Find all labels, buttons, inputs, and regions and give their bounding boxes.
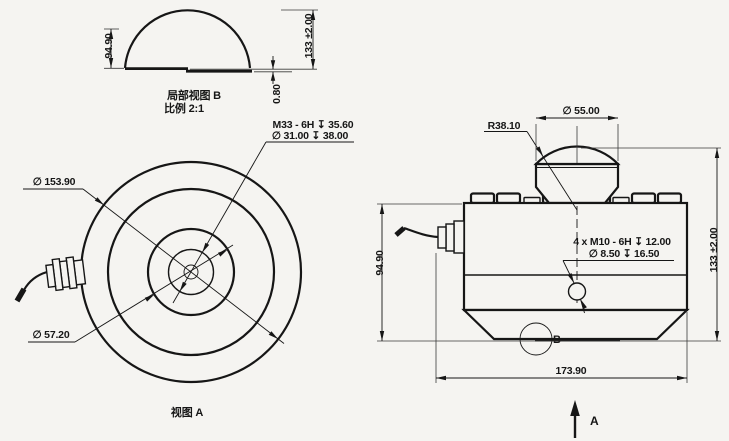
dim-plate-step: 0.80 [271, 56, 283, 104]
hole-callout-line1: 4 x M10 - 6H ↧ 12.00 [573, 236, 671, 248]
leader-thread [172, 141, 267, 304]
leader-outer-dia [82, 188, 285, 344]
detail-view-scale: 比例 2:1 [164, 101, 204, 115]
cable-top-view [23, 270, 48, 291]
dim-overall-width: 173.90 [435, 253, 688, 383]
detail-b-marker-circle [519, 322, 553, 356]
cable-gland-side-view [437, 220, 465, 254]
leader-inner-dia [74, 244, 234, 343]
dim-total-height: 133 ±2.00 [581, 147, 721, 341]
cable-tip-top-view [14, 287, 27, 303]
bottom-flange [461, 308, 690, 341]
center-hole-circle [183, 264, 199, 280]
load-button-pedestal [534, 162, 620, 205]
hole-callout-line2: ∅ 8.50 ↧ 16.50 [589, 248, 660, 260]
cable-side-view [403, 226, 439, 239]
thread-callout-line1: M33 - 6H ↧ 35.60 [273, 119, 354, 131]
dim-detail-height: 94.90 [103, 29, 115, 68]
dim-cap-dia-label: ∅ 55.00 [563, 105, 600, 117]
thread-circle [167, 248, 215, 296]
side-view: B R38.10 ∅ 55.00 4 x M10 - 6H ↧ 12.00 ∅ … [374, 105, 721, 438]
inner-diameter-circle [146, 227, 236, 317]
view-direction-arrow: A [570, 400, 599, 438]
cable-gland-top-view [45, 256, 87, 292]
dome-arc [123, 9, 252, 69]
view-a-caption: 视图 A [171, 405, 203, 419]
thread-callout-line2: ∅ 31.00 ↧ 38.00 [272, 130, 349, 142]
dim-outer-dia-label: ∅ 153.90 [33, 176, 76, 188]
detail-view-b: 94.90 0.80 133 ±2.00 局部视图 B 比例 2:1 [103, 9, 318, 115]
dim-body-height-label: 94.90 [374, 250, 386, 276]
dim-body-height: 94.90 [374, 203, 462, 341]
top-view-a: ∅ 153.90 ∅ 57.20 M33 - 6H ↧ 35.60 ∅ 31.0… [14, 119, 354, 419]
cable-tip-side-view [394, 226, 406, 237]
dim-overall-width-label: 173.90 [556, 365, 587, 377]
dim-total-height-label: 133 ±2.00 [708, 227, 720, 272]
detail-view-title: 局部视图 B [166, 88, 221, 102]
dim-cap-radius: R38.10 [484, 120, 578, 211]
dim-cap-dia: ∅ 55.00 [535, 105, 619, 161]
dim-inner-dia-label: ∅ 57.20 [33, 329, 70, 341]
dim-plate-step-label: 0.80 [271, 84, 283, 104]
dim-cap-radius-label: R38.10 [488, 120, 521, 132]
dim-detail-total-label: 133 ±2.00 [303, 13, 315, 58]
detail-b-marker-label: B [553, 334, 561, 346]
dim-detail-total: 133 ±2.00 [303, 10, 316, 69]
mounting-hole [567, 282, 587, 301]
hole-callout: 4 x M10 - 6H ↧ 12.00 ∅ 8.50 ↧ 16.50 [562, 236, 674, 314]
dim-detail-height-label: 94.90 [103, 33, 115, 59]
body-step-circle [106, 187, 276, 357]
view-direction-label: A [590, 414, 599, 428]
